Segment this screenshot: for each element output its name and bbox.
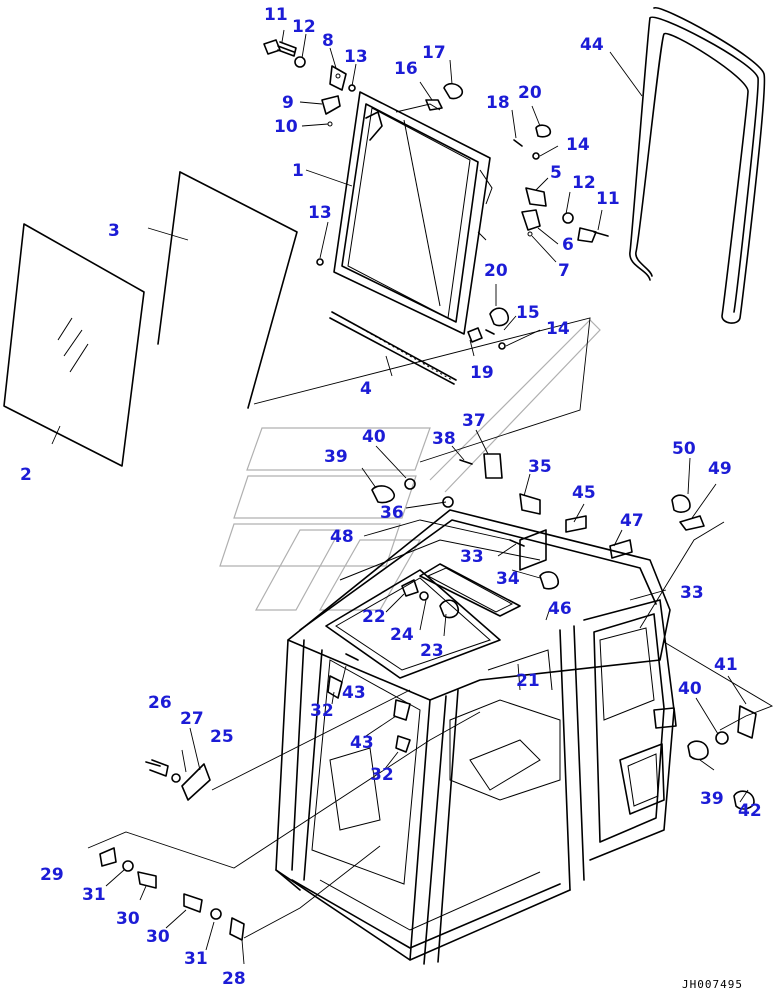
callout-21: 21 [516,671,540,691]
callout-26: 26 [148,693,172,713]
callout-17: 17 [422,43,446,63]
callout-27: 27 [180,709,204,729]
callout-22: 22 [362,607,386,627]
callout-47: 47 [620,511,644,531]
callout-13: 13 [344,47,368,67]
callout-42: 42 [738,801,762,821]
callout-29: 29 [40,865,64,885]
callout-23: 23 [420,641,444,661]
callout-7: 7 [558,261,570,281]
callout-18: 18 [486,93,510,113]
leader-lines-top [51,29,643,445]
callout-20: 20 [518,83,542,103]
callout-2: 2 [20,465,32,485]
callout-39: 39 [700,789,724,809]
callout-33: 33 [680,583,704,603]
callout-1: 1 [292,161,304,181]
callout-50: 50 [672,439,696,459]
fastener-hardware [99,453,757,941]
callout-30: 30 [146,927,170,947]
callout-15: 15 [516,303,540,323]
callout-32: 32 [370,765,394,785]
callout-49: 49 [708,459,732,479]
callout-43: 43 [342,683,366,703]
callout-25: 25 [210,727,234,747]
callout-20: 20 [484,261,508,281]
callout-34: 34 [496,569,520,589]
callout-30: 30 [116,909,140,929]
door-seal-part-44 [629,7,766,324]
callout-4: 4 [360,379,372,399]
callout-39: 39 [324,447,348,467]
callout-11: 11 [264,5,288,25]
callout-32: 32 [310,701,334,721]
callout-6: 6 [562,235,574,255]
callout-33: 33 [460,547,484,567]
callout-31: 31 [184,949,208,969]
callout-5: 5 [550,163,562,183]
callout-11: 11 [596,189,620,209]
callout-36: 36 [380,503,404,523]
callout-40: 40 [362,427,386,447]
callout-31: 31 [82,885,106,905]
callout-38: 38 [432,429,456,449]
cab-body [275,509,677,965]
callout-19: 19 [470,363,494,383]
callout-16: 16 [394,59,418,79]
leader-lines-bottom [87,317,774,965]
glass-seal-part-3 [157,171,298,409]
callout-14: 14 [566,135,590,155]
callout-43: 43 [350,733,374,753]
callout-13: 13 [308,203,332,223]
callout-28: 28 [222,969,246,989]
callout-12: 12 [292,17,316,37]
window-frame-part-1 [333,91,493,335]
rubber-strip-part-4 [329,311,457,385]
callout-14: 14 [546,319,570,339]
glass-pane-part-2 [3,223,145,467]
callout-9: 9 [282,93,294,113]
callout-12: 12 [572,173,596,193]
callout-41: 41 [714,655,738,675]
callout-8: 8 [322,31,334,51]
drawing-number: JH007495 [682,978,743,991]
callout-48: 48 [330,527,354,547]
callout-40: 40 [678,679,702,699]
callout-35: 35 [528,457,552,477]
callout-46: 46 [548,599,572,619]
callout-44: 44 [580,35,604,55]
callout-10: 10 [274,117,298,137]
callout-labels: 11 12 8 13 9 10 17 16 18 20 14 44 1 5 12… [20,5,762,989]
callout-45: 45 [572,483,596,503]
callout-37: 37 [462,411,486,431]
hinge-hardware-top [263,39,609,350]
callout-3: 3 [108,221,120,241]
watermark-logo [219,319,601,611]
callout-24: 24 [390,625,414,645]
